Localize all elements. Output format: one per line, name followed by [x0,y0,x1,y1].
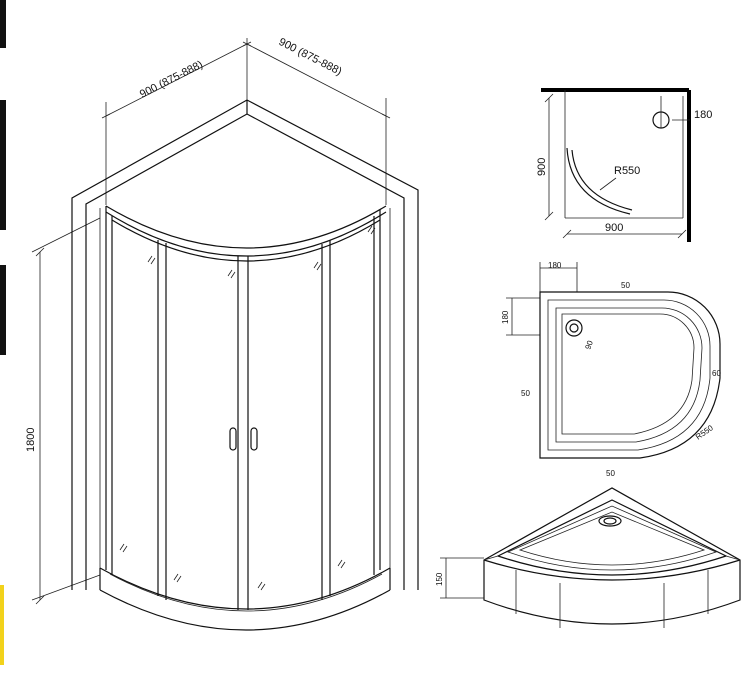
tray-offset-left-label: 180 [501,310,510,324]
drain-circle-tray [565,319,583,337]
height-label: 1800 [25,428,37,452]
tray-rim-left-label: 50 [521,389,530,398]
left-edge-accent [0,585,4,665]
left-edge-marker-3 [0,265,6,355]
tray-offset-top-label: 180 [548,261,562,270]
glass-hatch-marks [119,225,376,591]
tray-rim-top-label: 50 [621,281,630,290]
tray-radius-label: R550 [694,423,715,442]
plan-radius-label: R550 [614,165,640,177]
top-frame [105,205,387,262]
plan-depth-label: 900 [536,158,548,176]
tray-plan-view [506,262,721,459]
bottom-frame [99,567,391,631]
plan-width-label: 900 [605,222,623,234]
tray-perspective-view [440,487,741,628]
width-left-label: 900 (875-888) [138,59,205,101]
tray-rim-right-label: 60 [712,369,721,378]
wall-outline [71,99,419,590]
top-plan-view [541,88,691,242]
tray-rim-bottom-label: 50 [606,469,615,478]
width-right-label: 900 (875-888) [277,36,344,78]
tray-height-label: 150 [435,572,444,586]
drain-tray-perspective [598,515,622,527]
door-handles [229,427,258,451]
tray-drain-label: 90 [583,339,595,351]
left-edge-marker-1 [0,0,6,48]
cabin-perspective-view: 900 (875-888) 900 (875-888) 1800 [25,36,419,631]
width-dimension-lines [101,38,391,205]
plan-offset-label: 180 [694,109,712,121]
height-dimension-line [31,217,101,605]
left-edge-marker-2 [0,100,6,230]
glass-panels [105,206,381,610]
